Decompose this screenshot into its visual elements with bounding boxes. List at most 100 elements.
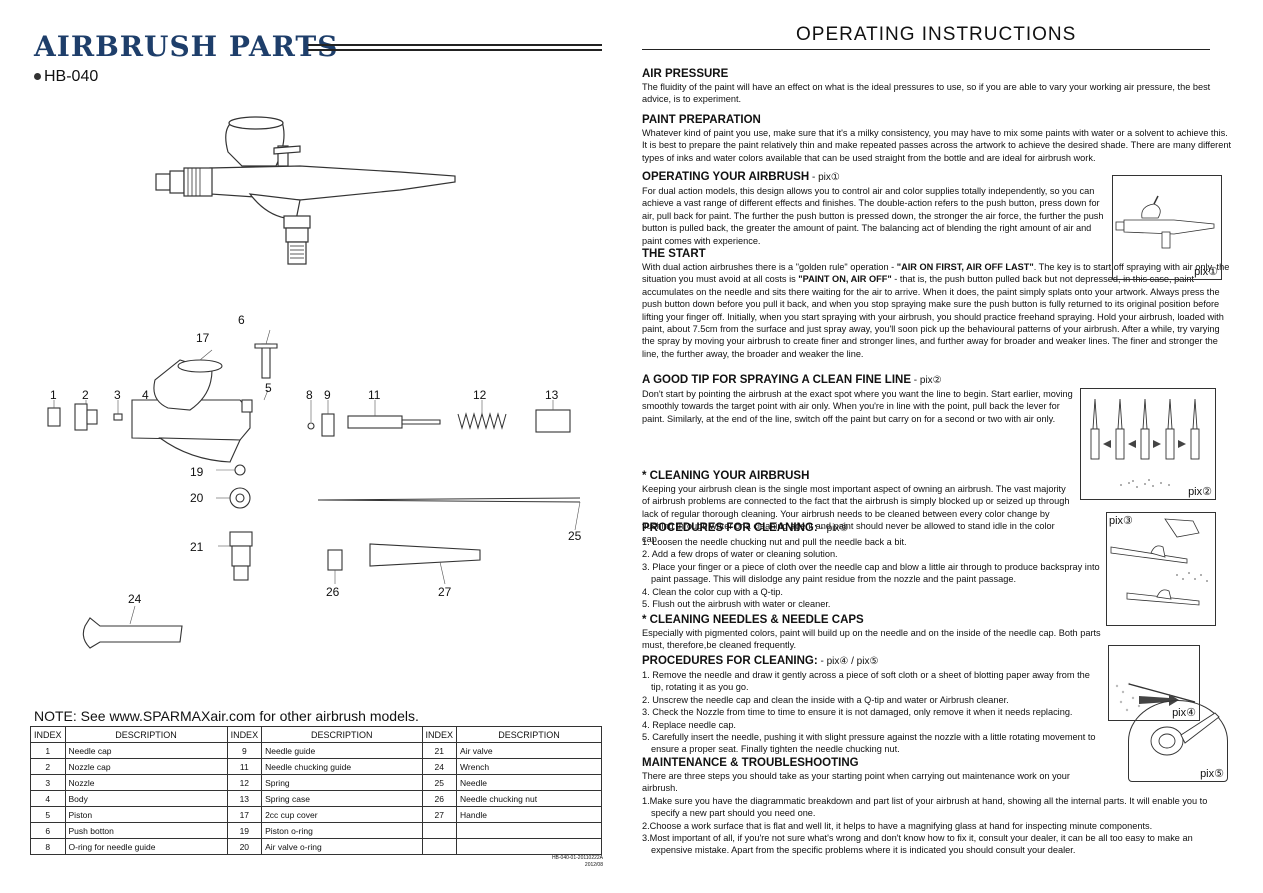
backspray-illustration [1110, 518, 1208, 606]
section-cleaning: * CLEANING YOUR AIRBRUSH Keeping your ai… [642, 469, 1074, 545]
section-text: Whatever kind of paint you use, make sur… [642, 128, 1232, 163]
part-number: 26 [326, 585, 340, 599]
model-label: HB-040 [34, 68, 98, 86]
index-cell: 9 [226, 742, 263, 759]
section-heading: * CLEANING NEEDLES & NEEDLE CAPS [642, 614, 864, 626]
part-number: 17 [196, 331, 210, 345]
part-number: 21 [190, 540, 204, 554]
description-cell: Spring [261, 774, 423, 791]
list-item: 3.Most important of all, if you're not s… [642, 833, 1193, 856]
index-cell: 27 [421, 806, 458, 823]
table-header: DESCRIPTION [261, 726, 423, 743]
section-heading: PROCEDURES FOR CLEANING: - pix④ / pix⑤ [642, 654, 1098, 669]
index-cell: 11 [226, 758, 263, 775]
list-item: 3. Place your finger or a piece of cloth… [642, 561, 1100, 585]
description-cell: 2cc cup cover [261, 806, 423, 823]
description-cell: Push botton [64, 822, 228, 839]
list-item: 4. Replace needle cap. [642, 719, 736, 730]
instructions-title: OPERATING INSTRUCTIONS [796, 24, 1077, 45]
figure-pix1: pix① [1112, 175, 1222, 280]
list-item: 2. Add a few drops of water or cleaning … [642, 549, 838, 560]
list-item: 5. Carefully insert the needle, pushing … [642, 732, 1096, 755]
section-good-tip: A GOOD TIP FOR SPRAYING A CLEAN FINE LIN… [642, 373, 1074, 425]
description-cell [456, 838, 602, 855]
part-number: 19 [190, 465, 204, 479]
footer-code: HB-040-01-20110222A 2012/08 [552, 855, 603, 869]
index-cell: 21 [421, 742, 458, 759]
part-number: 8 [306, 388, 313, 402]
heading-text: A GOOD TIP FOR SPRAYING A CLEAN FINE LIN… [642, 374, 911, 386]
index-cell: 25 [421, 774, 458, 791]
section-text: For dual action models, this design allo… [642, 186, 1104, 246]
airbrush-figure-illustration [1115, 195, 1215, 249]
list-item: 3. Check the Nozzle from time to time to… [642, 707, 1073, 718]
section-heading: PAINT PREPARATION [642, 114, 761, 126]
part-number: 24 [128, 592, 142, 606]
index-cell: 19 [226, 822, 263, 839]
section-text: Keeping your airbrush clean is the singl… [642, 484, 1070, 544]
section-heading: THE START [642, 248, 706, 260]
description-cell [456, 822, 602, 839]
section-cleaning-needles: * CLEANING NEEDLES & NEEDLE CAPS Especia… [642, 613, 1102, 652]
index-cell: 5 [30, 806, 66, 823]
part-number: 20 [190, 491, 204, 505]
index-cell: 20 [226, 838, 263, 855]
list-item: 2. Unscrew the needle cap and clean the … [642, 694, 1009, 705]
footer-code-text: HB-040-01-20110222A [551, 855, 603, 861]
list-item: 2.Choose a work surface that is flat and… [642, 820, 1153, 831]
section-air-pressure: AIR PRESSURE The fluidity of the paint w… [642, 67, 1232, 106]
index-cell: 6 [30, 822, 66, 839]
section-procedures-cleaning: PROCEDURES FOR CLEANING: - pix③ 1. Loose… [642, 521, 1102, 610]
part-number: 6 [238, 313, 245, 327]
table-header: INDEX [421, 726, 458, 743]
footer-date: 2012/08 [584, 862, 603, 868]
table-header-row: INDEX DESCRIPTION INDEX DESCRIPTION INDE… [30, 726, 602, 743]
description-cell: Needle chucking nut [456, 790, 602, 807]
figure-ref: - pix① [809, 172, 840, 183]
index-cell: 12 [226, 774, 263, 791]
index-cell: 1 [30, 742, 66, 759]
heading-text: PROCEDURES FOR CLEANING: [642, 522, 818, 534]
section-heading: * CLEANING YOUR AIRBRUSH [642, 470, 810, 482]
index-cell: 2 [30, 758, 66, 775]
nozzle-check-illustration [1150, 712, 1220, 756]
description-cell: Nozzle cap [64, 758, 228, 775]
text-segment: With dual action airbrushes there is a "… [642, 262, 897, 272]
part-number: 9 [324, 388, 331, 402]
list-item: 5. Flush out the airbrush with water or … [642, 599, 831, 610]
list-item: 1. Remove the needle and draw it gently … [642, 670, 1090, 693]
figure-ref: - pix③ [817, 523, 849, 534]
description-cell: Piston o-ring [261, 822, 423, 839]
part-number: 1 [50, 388, 57, 402]
index-cell: 13 [226, 790, 263, 807]
description-cell: Wrench [456, 758, 602, 775]
part-number: 2 [82, 388, 89, 402]
section-heading: AIR PRESSURE [642, 68, 729, 80]
part-number: 3 [114, 388, 121, 402]
description-cell: Needle cap [64, 742, 228, 759]
golden-rule-2: "PAINT ON, AIR OFF" [798, 274, 892, 285]
figure-label: pix① [1194, 266, 1218, 278]
part-number: 5 [265, 381, 272, 395]
page-title: AIRBRUSH PARTS [34, 30, 339, 63]
part-number: 11 [368, 388, 381, 402]
index-cell: 17 [226, 806, 263, 823]
part-number: 12 [473, 388, 487, 402]
list-item: 1.Make sure you have the diagrammatic br… [642, 795, 1208, 819]
section-text: With dual action airbrushes there is a "… [642, 261, 1232, 360]
parts-table: INDEX DESCRIPTION INDEX DESCRIPTION INDE… [30, 726, 602, 855]
index-cell: 4 [30, 790, 66, 807]
heading-text: PROCEDURES FOR CLEANING: [642, 655, 818, 667]
section-text: There are three steps you should take as… [642, 771, 1070, 794]
section-paint-preparation: PAINT PREPARATION Whatever kind of paint… [642, 113, 1232, 164]
table-header: INDEX [30, 726, 66, 743]
section-text: Don't start by pointing the airbrush at … [642, 389, 1073, 424]
text-segment: . The key is to start off spraying with … [642, 262, 1230, 285]
table-header: DESCRIPTION [64, 726, 228, 743]
golden-rule-1: "AIR ON FIRST, AIR OFF LAST" [896, 262, 1034, 272]
table-header: INDEX [226, 726, 263, 743]
section-procedures-needles: PROCEDURES FOR CLEANING: - pix④ / pix⑤ 1… [642, 654, 1098, 756]
